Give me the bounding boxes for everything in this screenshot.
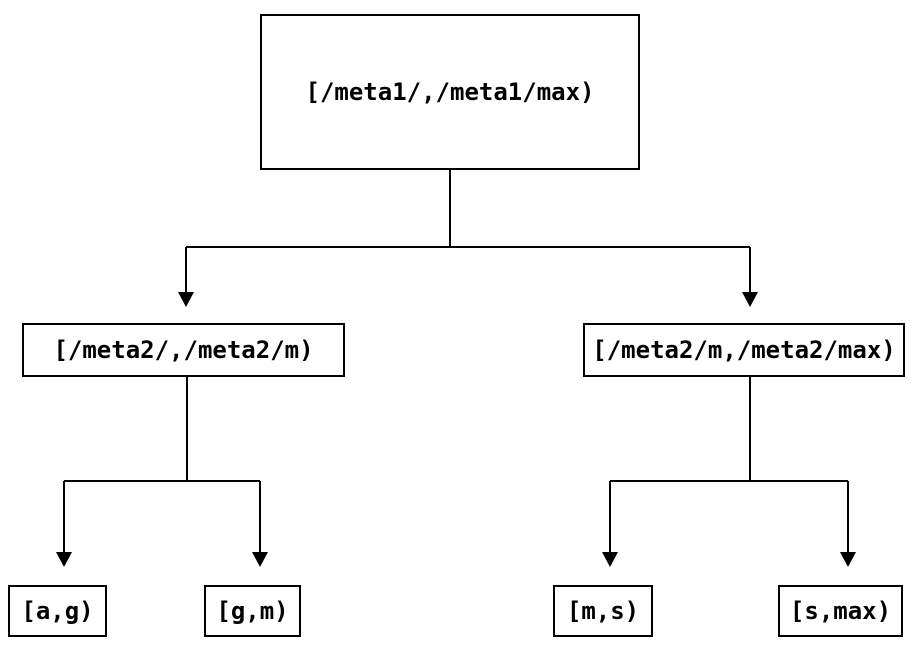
arrowhead-leaf-s-max — [840, 552, 856, 567]
arrowhead-meta2-right — [742, 292, 758, 307]
node-meta2-right-label: [/meta2/m,/meta2/max) — [592, 336, 896, 364]
arrowhead-leaf-g-m — [252, 552, 268, 567]
arrowhead-leaf-m-s — [602, 552, 618, 567]
arrowhead-meta2-left — [178, 292, 194, 307]
edge-root-children — [185, 170, 751, 293]
node-root-label: [/meta1/,/meta1/max) — [305, 78, 595, 106]
edge-meta2-right-children — [609, 377, 849, 553]
node-leaf-m-s: [m,s) — [553, 585, 653, 637]
arrowhead-leaf-a-g — [56, 552, 72, 567]
node-leaf-s-max: [s,max) — [778, 585, 903, 637]
node-leaf-m-s-label: [m,s) — [566, 597, 640, 625]
node-meta2-left-label: [/meta2/,/meta2/m) — [53, 336, 314, 364]
node-leaf-a-g-label: [a,g) — [21, 597, 94, 625]
node-meta2-left: [/meta2/,/meta2/m) — [22, 323, 345, 377]
edge-meta2-left-children — [63, 377, 261, 553]
node-leaf-g-m: [g,m) — [204, 585, 301, 637]
node-leaf-s-max-label: [s,max) — [789, 597, 892, 625]
node-meta2-right: [/meta2/m,/meta2/max) — [583, 323, 905, 377]
node-leaf-a-g: [a,g) — [8, 585, 107, 637]
node-root: [/meta1/,/meta1/max) — [260, 14, 640, 170]
node-leaf-g-m-label: [g,m) — [216, 597, 289, 625]
